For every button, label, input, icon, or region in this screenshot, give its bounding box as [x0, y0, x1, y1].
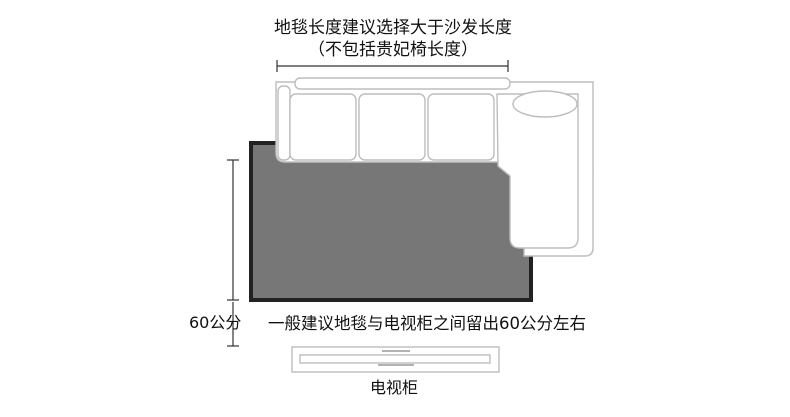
side-dimension-label: 60公分: [189, 313, 242, 332]
title-line-2: （不包括贵妃椅长度）: [308, 40, 478, 60]
tv-cabinet: [291, 346, 500, 373]
tv-cabinet-label: 电视柜: [369, 378, 419, 397]
seat-cushion-2: [358, 93, 426, 161]
title-line-1: 地毯长度建议选择大于沙发长度: [274, 18, 512, 38]
seat-cushion-3: [427, 93, 495, 161]
rug: [249, 141, 533, 302]
distance-note: 一般建议地毯与电视柜之间留出60公分左右: [268, 314, 586, 333]
seat-cushion-1: [289, 93, 357, 161]
chaise-longue: [496, 93, 579, 249]
sofa: [275, 77, 594, 257]
rug-depth-dimension: [227, 159, 239, 301]
sofa-length-dimension: [276, 60, 509, 72]
chaise-pillow: [512, 90, 578, 118]
spacing-dimension: [227, 302, 239, 347]
